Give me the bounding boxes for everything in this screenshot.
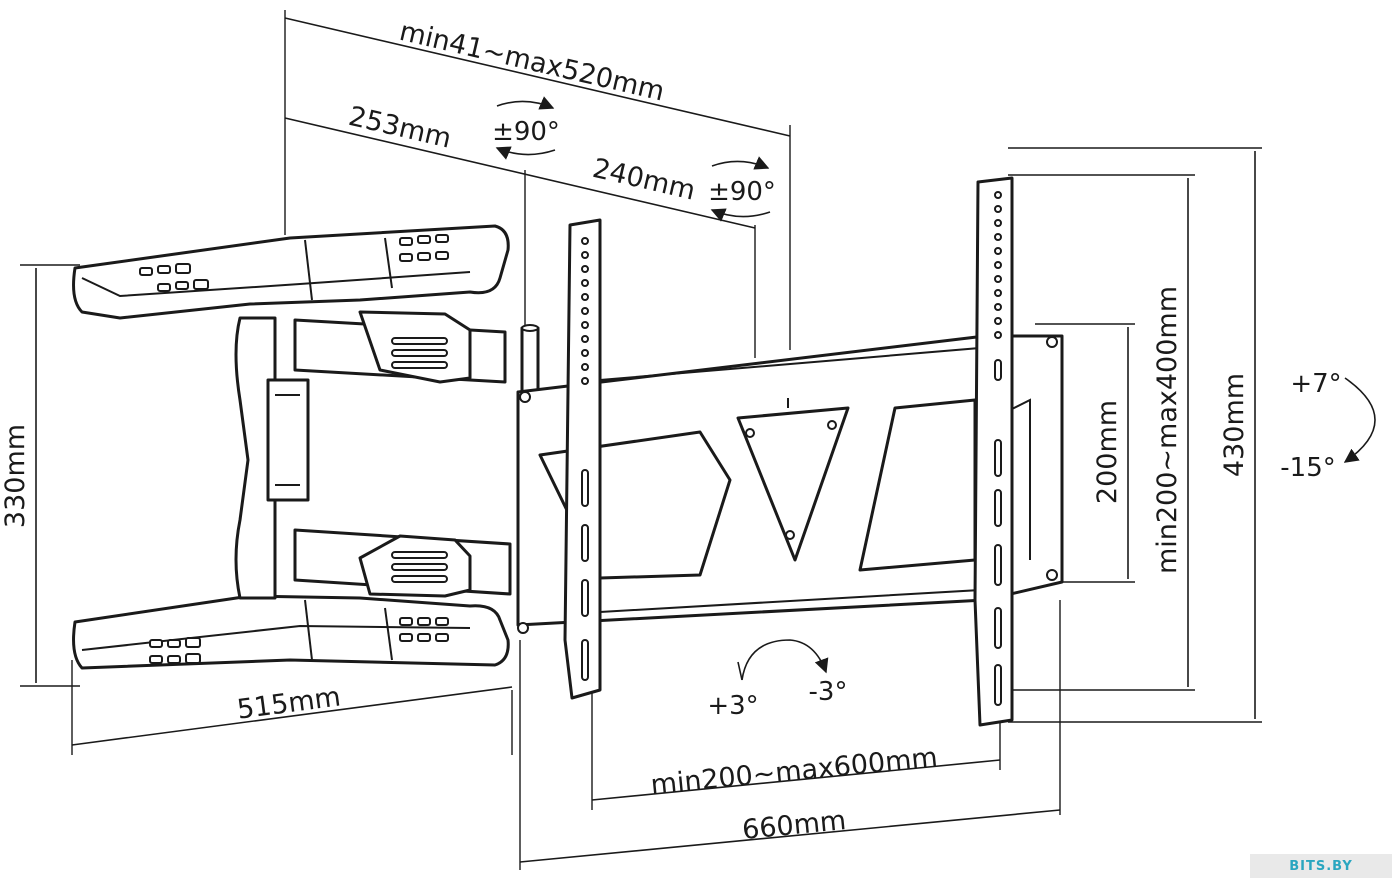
label-swivel-2: ±90° <box>708 177 776 207</box>
tv-bracket <box>516 176 1064 727</box>
label-tilt-up: +7° <box>1290 369 1341 399</box>
dimension-lines <box>20 10 1262 870</box>
label-vesa-vertical: min200~max400mm <box>1152 286 1183 574</box>
label-bracket-width: 660mm <box>741 805 848 846</box>
label-tilt-down: -15° <box>1280 453 1335 483</box>
label-vesa-horizontal: min200~max600mm <box>649 742 939 801</box>
rotation-arrows <box>495 96 1376 681</box>
label-swivel-1: ±90° <box>492 117 560 147</box>
label-arm-segment-2: 240mm <box>590 153 698 207</box>
label-arm-segment-1: 253mm <box>346 101 454 155</box>
wall-plate <box>72 224 510 670</box>
label-arm-extension: min41~max520mm <box>397 16 668 108</box>
label-level-plus: +3° <box>707 691 758 721</box>
swing-arms <box>293 310 540 598</box>
label-vertical-hole-spacing: 200mm <box>1092 400 1123 504</box>
label-wall-plate-height: 330mm <box>0 424 31 528</box>
label-bracket-height: 430mm <box>1219 373 1250 477</box>
label-wall-plate-width: 515mm <box>235 681 342 725</box>
right-strip-holes <box>994 191 1002 706</box>
watermark-logo-text: BITS.BY <box>1289 858 1353 874</box>
left-strip-holes <box>581 237 589 681</box>
site-watermark: BITS.BY <box>1250 854 1392 878</box>
label-level-minus: -3° <box>809 677 848 707</box>
